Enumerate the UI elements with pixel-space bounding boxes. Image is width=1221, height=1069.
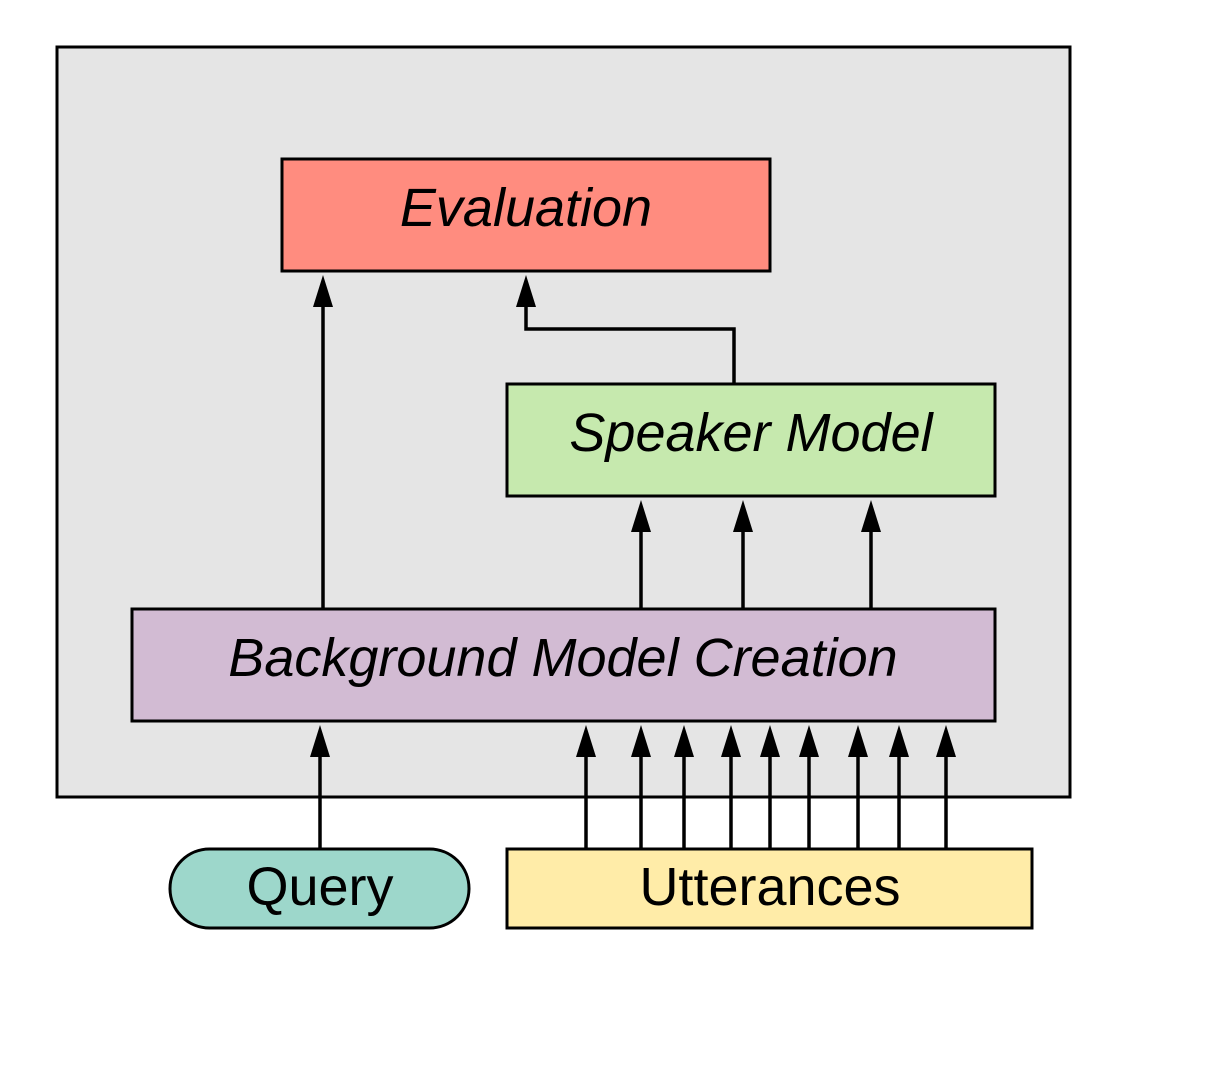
arrow-background-to-speaker-3	[861, 500, 881, 609]
arrow-background-to-evaluation-head	[313, 275, 333, 307]
query-node: Query	[168, 847, 471, 930]
arrow-utterance-to-background-6-head	[799, 725, 819, 757]
evaluation-box	[280, 157, 772, 273]
arrow-utterance-to-background-3-head	[674, 725, 694, 757]
edges	[310, 275, 956, 849]
arrow-utterance-to-background-5-head	[760, 725, 780, 757]
arrow-utterance-to-background-4-head	[721, 725, 741, 757]
arrow-query-to-background-head	[310, 725, 330, 757]
arrow-background-to-evaluation	[313, 275, 333, 609]
arrow-utterance-to-background-9-head	[936, 725, 956, 757]
arrow-background-to-speaker-2-head	[733, 500, 753, 532]
arrow-speaker-to-evaluation-head	[516, 275, 536, 307]
arrow-utterance-to-background-2-head	[631, 725, 651, 757]
arrow-background-to-speaker-1	[631, 500, 651, 609]
arrow-speaker-to-evaluation	[516, 275, 736, 384]
arrow-utterance-to-background-6	[799, 725, 819, 849]
arrow-background-to-speaker-1-head	[631, 500, 651, 532]
speaker-model-box	[505, 382, 997, 498]
utterances-box	[505, 847, 1034, 930]
arrow-utterance-to-background-2	[631, 725, 651, 849]
speaker-model-label: Speaker Model	[569, 403, 934, 463]
arrow-utterance-to-background-1-head	[576, 725, 596, 757]
arrow-utterance-to-background-9	[936, 725, 956, 849]
arrow-background-to-speaker-3-head	[861, 500, 881, 532]
background-model-creation-box	[130, 607, 997, 723]
arrow-utterance-to-background-7-head	[848, 725, 868, 757]
utterances-label: Utterances	[639, 857, 900, 917]
arrow-utterance-to-background-3	[674, 725, 694, 849]
evaluation-label: Evaluation	[400, 178, 652, 238]
arrow-utterance-to-background-5	[760, 725, 780, 849]
arrow-background-to-speaker-2	[733, 500, 753, 609]
arrow-query-to-background	[310, 725, 330, 849]
utterances-node: Utterances	[505, 847, 1034, 930]
arrow-utterance-to-background-8	[889, 725, 909, 849]
arrow-utterance-to-background-1	[576, 725, 596, 849]
arrow-utterance-to-background-8-head	[889, 725, 909, 757]
arrow-utterance-to-background-4	[721, 725, 741, 849]
query-label: Query	[246, 857, 393, 917]
arrow-utterance-to-background-7	[848, 725, 868, 849]
background-model-creation-label: Background Model Creation	[228, 628, 897, 688]
speaker-model-node: Speaker Model	[505, 382, 997, 498]
evaluation-node: Evaluation	[280, 157, 772, 273]
arrow-speaker-to-evaluation-line	[524, 305, 736, 384]
background-model-creation-node: Background Model Creation	[130, 607, 997, 723]
